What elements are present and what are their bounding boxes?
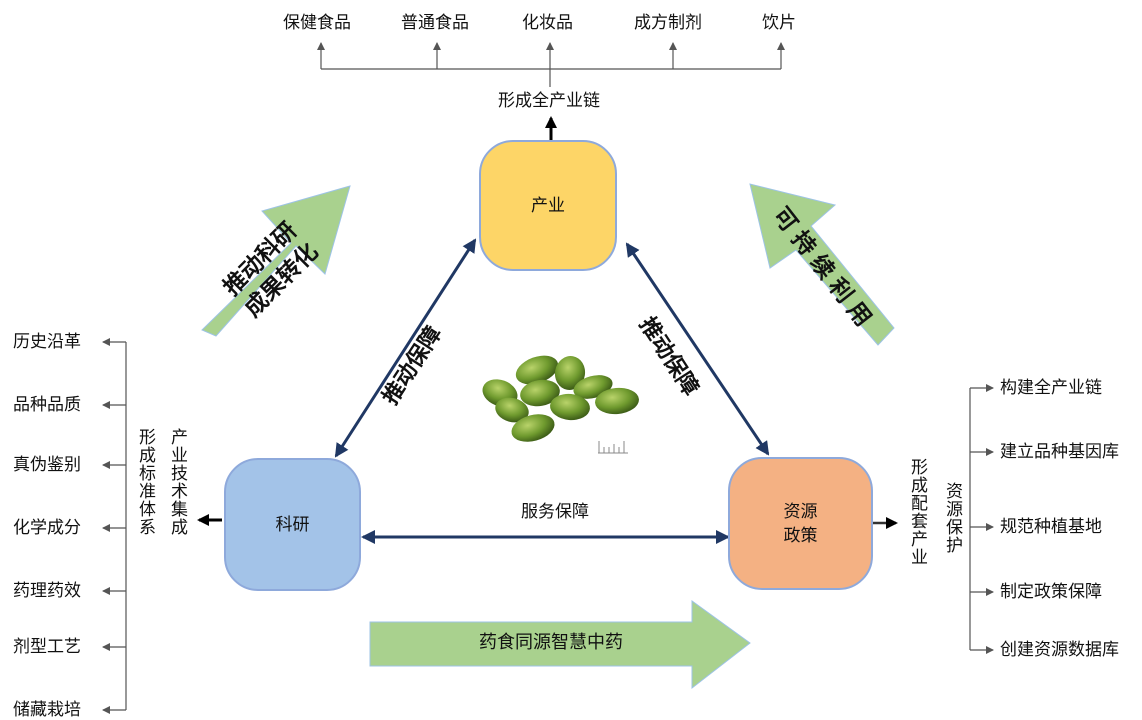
right-item-full-chain: 构建全产业链 <box>1000 378 1102 398</box>
green-arrow-left <box>201 185 351 337</box>
industry-node: 产业 <box>479 140 617 271</box>
right-item-planting-base: 规范种植基地 <box>1000 517 1102 537</box>
edge-left-arrow <box>334 238 477 458</box>
research-node: 科研 <box>224 458 361 591</box>
top-label: 形成全产业链 <box>498 91 600 111</box>
green-arrow-right <box>749 183 895 346</box>
green-arrow-bottom <box>369 600 751 690</box>
industry-label: 产业 <box>531 195 565 216</box>
right-item-policy: 制定政策保障 <box>1000 582 1102 602</box>
right-col-supporting-industry: 形成配套产业 <box>907 458 927 566</box>
left-item-authentication: 真伪鉴别 <box>13 455 81 475</box>
left-item-history: 历史沿革 <box>13 332 81 352</box>
left-item-chemistry: 化学成分 <box>13 518 81 538</box>
product-health-food: 保健食品 <box>283 13 351 33</box>
product-cosmetics: 化妆品 <box>522 13 573 33</box>
product-tree <box>317 42 785 87</box>
policy-label-line1: 资源 <box>783 501 818 522</box>
edge-bottom-label: 服务保障 <box>521 502 589 522</box>
left-item-pharmacology: 药理药效 <box>13 581 81 601</box>
right-item-database: 创建资源数据库 <box>1000 640 1119 660</box>
left-item-formulation: 剂型工艺 <box>13 637 81 657</box>
edge-right-arrow <box>625 242 770 456</box>
bottom-green-arrow-label: 药食同源智慧中药 <box>479 632 623 653</box>
product-decoction-pieces: 饮片 <box>762 13 796 33</box>
right-item-gene-bank: 建立品种基因库 <box>1000 442 1119 462</box>
product-prescription: 成方制剂 <box>634 13 702 33</box>
research-label: 科研 <box>275 514 310 535</box>
policy-node: 资源 政策 <box>728 457 873 590</box>
policy-label-line2: 政策 <box>783 525 818 546</box>
left-col-tech-integration: 产业技术集成 <box>167 428 187 536</box>
left-item-storage-cultivation: 储藏栽培 <box>13 700 81 720</box>
right-col-resource-protection: 资源保护 <box>942 482 962 554</box>
olive-image <box>482 355 639 454</box>
product-common-food: 普通食品 <box>401 13 469 33</box>
left-bracket-tree <box>102 338 127 714</box>
right-bracket-tree <box>969 384 994 654</box>
left-col-standard-system: 形成标准体系 <box>135 428 155 536</box>
left-item-variety-quality: 品种品质 <box>13 395 81 415</box>
